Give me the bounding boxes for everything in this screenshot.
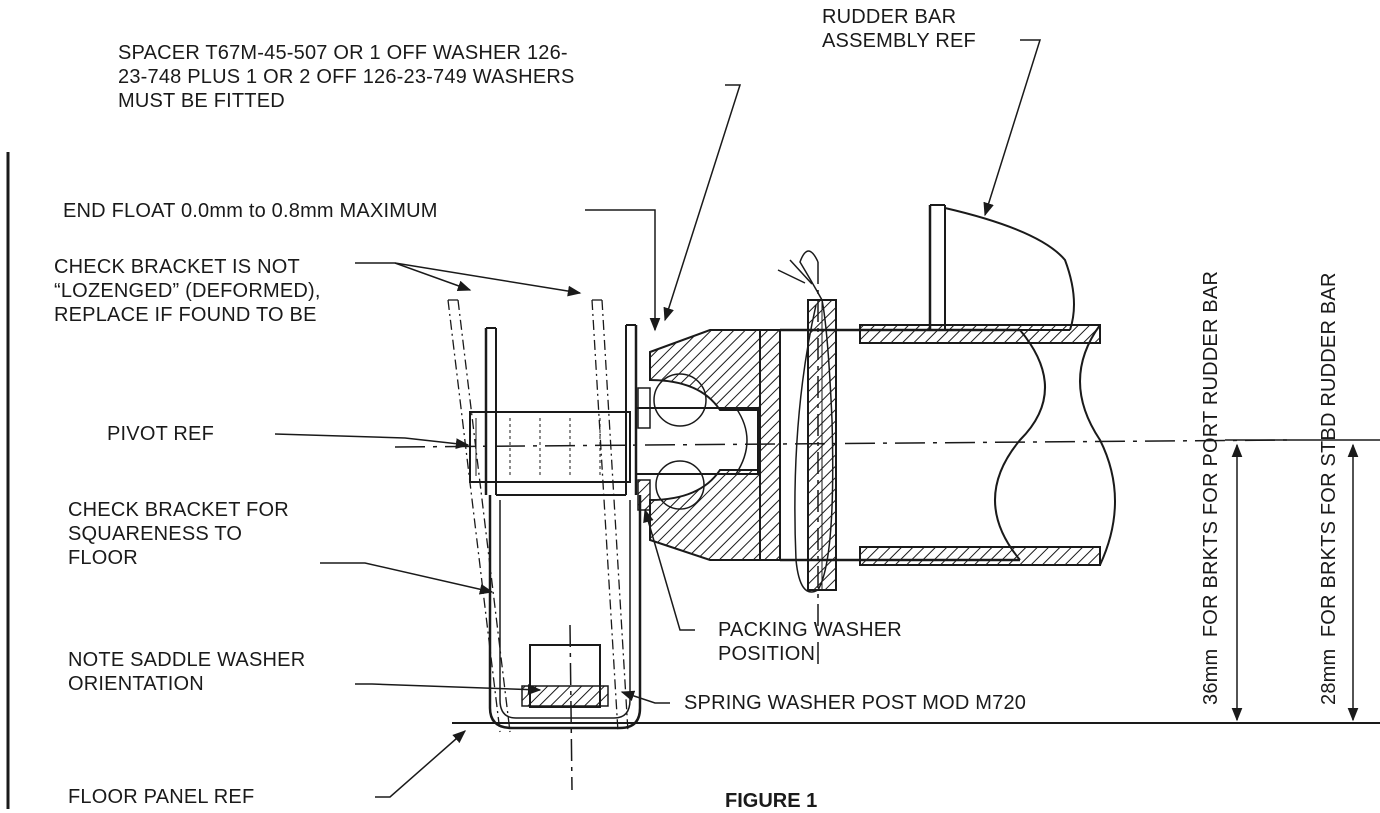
- bracket: [484, 324, 642, 730]
- spring-washer-label: SPRING WASHER POST MOD M720: [684, 692, 1027, 714]
- cotter-pin: [777, 259, 813, 285]
- end-float-label: END FLOAT 0.0mm to 0.8mm MAXIMUM: [63, 200, 438, 222]
- pivot-centerline: [394, 439, 1291, 448]
- port-dimension-label: 36mm FOR BRKTS FOR PORT RUDDER BAR: [1200, 270, 1222, 705]
- deformed-outline: [447, 299, 629, 733]
- rudder-bar-label: RUDDER BAR ASSEMBLY REF: [822, 6, 976, 52]
- saddle-nut: [521, 644, 609, 708]
- pivot-bolt: [469, 411, 631, 483]
- floor-panel-label: FLOOR PANEL REF: [68, 786, 255, 808]
- packing-washer: [637, 479, 651, 511]
- rudder-bar-plate: [928, 204, 1075, 331]
- spacer-washer: [637, 387, 651, 429]
- pivot-ref-label: PIVOT REF: [107, 423, 215, 445]
- bearing-housing: [649, 329, 761, 561]
- note-saddle-label: NOTE SADDLE WASHER ORIENTATION: [68, 649, 306, 695]
- check-lozenged-label: CHECK BRACKET IS NOT “LOZENGED” (DEFORME…: [54, 256, 321, 326]
- clamp-ring: [807, 299, 837, 591]
- check-square-label: CHECK BRACKET FOR SQUARENESS TO FLOOR: [68, 499, 289, 569]
- lock-wire: [794, 250, 834, 593]
- figure-caption: FIGURE 1: [725, 790, 818, 812]
- leader-lines: [274, 39, 1042, 798]
- stbd-dimension-label: 28mm FOR BRKTS FOR STBD RUDDER BAR: [1318, 272, 1340, 705]
- spacer-label: SPACER T67M-45-507 OR 1 OFF WASHER 126- …: [118, 42, 575, 112]
- packing-washer-label: PACKING WASHER POSITION: [718, 619, 902, 665]
